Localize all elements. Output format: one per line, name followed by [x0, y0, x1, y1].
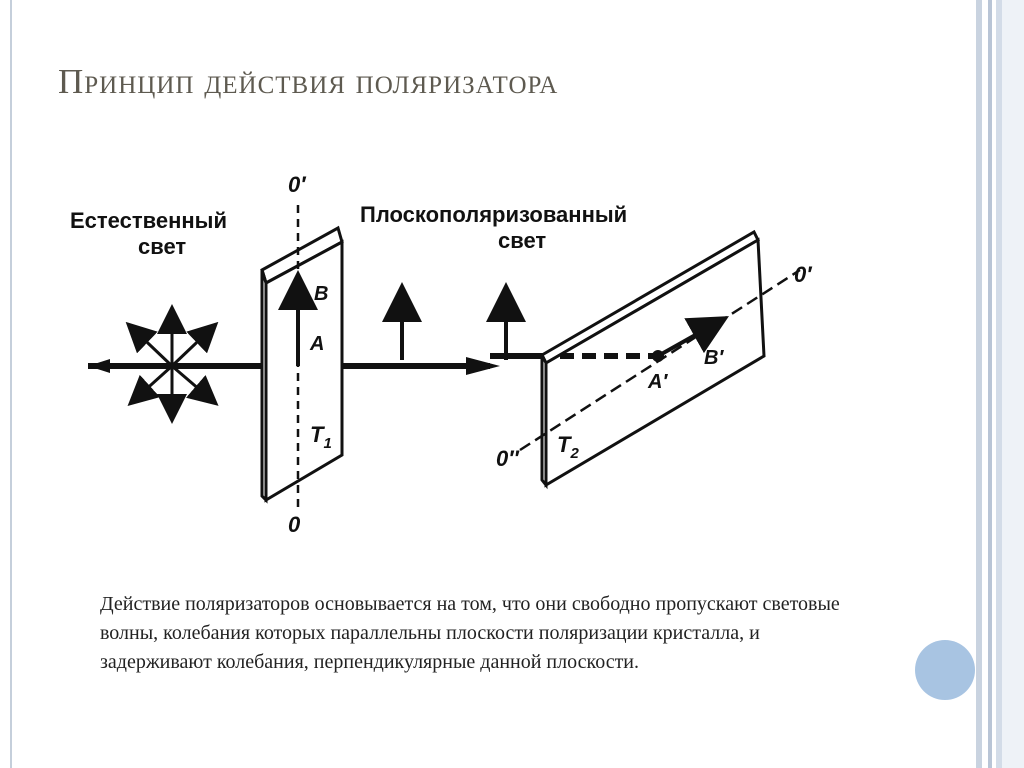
decorative-circle	[915, 640, 975, 700]
natural-light-label-line2: свет	[138, 234, 186, 259]
label-o-top: 0′	[288, 172, 307, 197]
polarized-light-label-line2: свет	[498, 228, 546, 253]
t2-vibration-arrow	[657, 316, 729, 358]
slide-left-border	[10, 0, 12, 768]
label-o-right: 0′	[794, 262, 813, 287]
label-b: B	[314, 283, 328, 305]
label-b-prime: B′	[704, 347, 724, 369]
beam-arrow-mid	[466, 357, 500, 375]
label-a-prime: A′	[647, 371, 668, 393]
polarized-light-label-line1: Плоскополяризованный	[360, 202, 627, 227]
label-a: A	[309, 333, 324, 355]
label-t2: T2	[557, 432, 579, 462]
polarizer-diagram: Естественный свет Плоскополяризованный с…	[70, 172, 813, 537]
slide-caption: Действие поляризаторов основывается на т…	[100, 593, 840, 673]
polarizer-t1	[260, 225, 344, 504]
label-o-left: 0′′	[496, 446, 521, 471]
slide-title: Принцип действия поляризатора	[58, 62, 559, 101]
natural-light-star	[125, 304, 219, 424]
natural-light-label-line1: Естественный	[70, 208, 227, 233]
label-t1: T1	[310, 422, 332, 452]
analyzer-t2	[540, 229, 766, 490]
beam-arrow-left	[88, 359, 110, 373]
label-o-bottom: 0	[288, 512, 301, 537]
slide-right-border	[976, 0, 982, 768]
slide-right-stripes	[984, 0, 1024, 768]
